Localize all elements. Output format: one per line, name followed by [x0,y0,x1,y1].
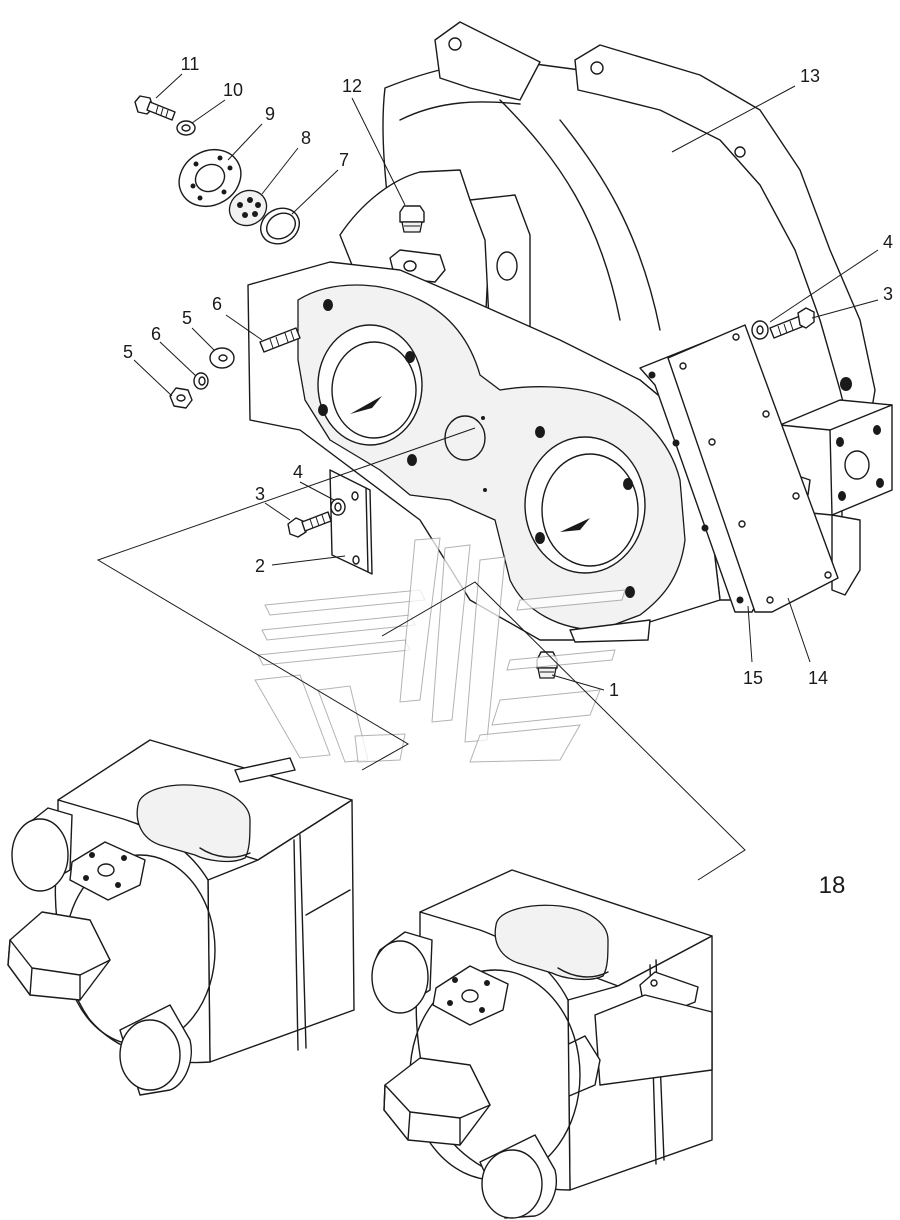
watermark-logo [254,537,626,763]
callout-16: 14 [808,668,828,688]
plate-2 [329,469,373,575]
callout-12: 10 [223,80,243,100]
callout-4-left: 4 [293,462,303,482]
pump-18-left [7,739,355,1096]
callout-8: 6 [212,294,222,314]
stud-8 [259,327,301,353]
callout-14: 12 [342,76,362,96]
callout-1: 1 [609,680,619,700]
callout-5: 5 [123,342,133,362]
callout-7: 5 [182,308,192,328]
cover-plate-16 [667,324,839,613]
callout-6-num: 6 [151,324,161,344]
flange-11 [178,148,242,208]
callout-15: 13 [800,66,820,86]
callout-2: 2 [255,556,265,576]
nut-5 [169,387,193,409]
callout-13: 11 [181,54,200,74]
callout-9: 7 [339,150,349,170]
washer-12 [176,120,196,136]
washer-6 [193,372,209,390]
plug-14 [399,205,425,233]
bolt-13 [134,95,176,121]
callout-17: 15 [743,668,763,688]
leader-lines-18 [96,427,746,881]
callout-3-right: 3 [883,284,893,304]
callout-labels: 11 10 9 8 7 12 13 4 3 6 5 3 4 6 5 4 3 2 … [123,54,893,899]
bolt-3-left [287,511,332,538]
pump-18-right [371,869,713,1219]
washer-7 [209,347,235,369]
callout-18: 18 [819,872,846,899]
callout-4-right: 4 [883,232,893,252]
callout-3-left: 3 [255,484,265,504]
bolt-3-right [769,307,815,339]
washer-4-right [751,320,769,340]
callout-leaders [133,73,879,691]
ring-9 [260,207,300,245]
callout-10: 8 [301,128,311,148]
callout-11: 9 [265,104,275,124]
filter-10 [228,189,268,227]
washer-4-left [330,498,346,516]
